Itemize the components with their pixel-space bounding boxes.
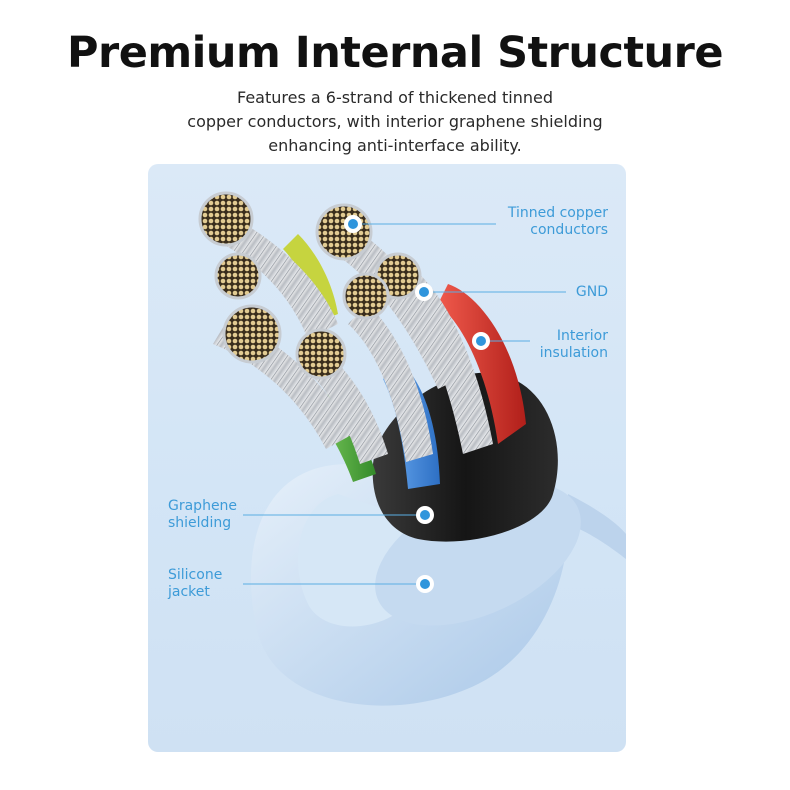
callout-text: jacket bbox=[168, 584, 210, 600]
subtitle-line: copper conductors, with interior graphen… bbox=[187, 112, 603, 131]
callout-dot-graphene-shielding bbox=[416, 506, 434, 524]
callout-dot-silicone-jacket bbox=[416, 575, 434, 593]
callout-text: conductors bbox=[530, 222, 608, 238]
page-subtitle: Features a 6-strand of thickened tinned … bbox=[0, 86, 790, 158]
callout-text: Graphene bbox=[168, 498, 238, 514]
cable-cross-section-illustration bbox=[198, 191, 626, 706]
callout-label-silicone-jacket: Silicone jacket bbox=[168, 567, 268, 601]
callout-dots bbox=[344, 215, 490, 593]
subtitle-line: enhancing anti-interface ability. bbox=[268, 136, 522, 155]
callout-text: shielding bbox=[168, 515, 232, 531]
callout-text: GND bbox=[575, 284, 608, 300]
callout-dot-tinned-copper bbox=[344, 215, 362, 233]
callout-text: insulation bbox=[539, 345, 608, 361]
callout-label-gnd: GND bbox=[528, 284, 608, 301]
subtitle-line: Features a 6-strand of thickened tinned bbox=[236, 88, 554, 107]
callout-label-interior-insulation: Interior insulation bbox=[508, 328, 608, 362]
twisted-copper-strands bbox=[203, 209, 493, 464]
callout-label-graphene-shielding: Graphene shielding bbox=[168, 498, 268, 532]
callout-text: Tinned copper bbox=[507, 205, 608, 221]
callout-text: Silicone bbox=[168, 567, 223, 583]
callout-label-tinned-copper: Tinned copper conductors bbox=[478, 205, 608, 239]
callout-text: Interior bbox=[556, 328, 608, 344]
callout-dot-interior-insulation bbox=[472, 332, 490, 350]
page-title: Premium Internal Structure bbox=[66, 28, 724, 78]
callout-dot-gnd bbox=[415, 283, 433, 301]
cable-illustration-panel: Tinned copper conductors GND Interior in… bbox=[148, 164, 626, 752]
